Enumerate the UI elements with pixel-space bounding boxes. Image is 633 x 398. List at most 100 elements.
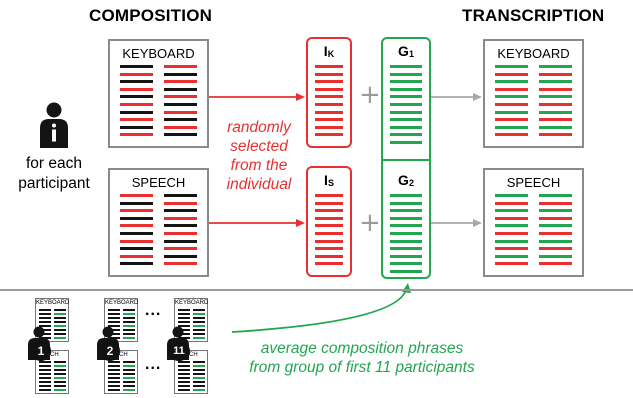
text-line [108, 361, 120, 363]
text-line [495, 65, 528, 68]
text-line [54, 313, 66, 315]
participant-badge-1: 1 [31, 341, 51, 361]
text-line [315, 224, 343, 228]
text-line [120, 133, 153, 137]
text-line [539, 247, 572, 251]
ellipsis: ... [145, 356, 162, 373]
text-line [39, 313, 51, 315]
text-line [164, 125, 197, 129]
text-line [123, 325, 135, 327]
text-line [178, 389, 190, 391]
text-line [315, 80, 343, 84]
text-line [193, 377, 205, 379]
text-line [390, 72, 422, 76]
text-line [54, 329, 66, 331]
text-line [164, 224, 197, 228]
text-line [390, 110, 422, 114]
green-note: average composition phrases from group o… [212, 339, 512, 377]
text-line [315, 125, 343, 129]
thumb-label: KEYBOARD [175, 300, 209, 306]
text-line [539, 201, 572, 205]
text-line [108, 385, 120, 387]
text-line [123, 373, 135, 375]
box-letter: I [324, 172, 328, 188]
text-line [39, 377, 51, 379]
text-line [193, 389, 205, 391]
red-arrow-speech [209, 219, 305, 227]
text-line [390, 87, 422, 91]
text-line [193, 369, 205, 371]
text-line [193, 381, 205, 383]
text-line [178, 373, 190, 375]
text-line [39, 325, 51, 327]
text-line [495, 125, 528, 129]
composition-keyboard-panel: KEYBOARD [108, 39, 209, 148]
header-transcription: TRANSCRIPTION [462, 6, 605, 25]
text-line [495, 216, 528, 220]
text-line [108, 373, 120, 375]
text-line [39, 381, 51, 383]
text-line [495, 72, 528, 76]
text-line [108, 389, 120, 391]
text-line [315, 239, 343, 243]
text-line [120, 95, 153, 99]
text-line [54, 373, 66, 375]
text-line [315, 110, 343, 114]
text-line [315, 87, 343, 91]
panel-label: SPEECH [131, 175, 186, 190]
text-line [193, 337, 205, 339]
text-line [315, 103, 343, 106]
text-line [120, 194, 153, 197]
text-line [39, 369, 51, 371]
text-line [123, 309, 135, 311]
text-line [495, 247, 528, 251]
text-line [178, 385, 190, 387]
text-line [39, 317, 51, 319]
text-line [178, 381, 190, 383]
panel-label: KEYBOARD [497, 46, 570, 61]
text-line [120, 239, 153, 243]
text-line [39, 373, 51, 375]
text-line [178, 325, 190, 327]
text-line [39, 321, 51, 323]
text-line [315, 232, 343, 235]
ellipsis: ... [145, 302, 162, 319]
text-line [193, 325, 205, 327]
text-line [54, 377, 66, 379]
text-line [495, 209, 528, 213]
text-line [539, 133, 572, 137]
box-title-g2: G2 [383, 172, 429, 188]
text-line [120, 262, 153, 266]
text-line [495, 95, 528, 99]
green-note-line1: average composition phrases [260, 340, 464, 357]
text-line [495, 110, 528, 114]
text-line [164, 247, 197, 251]
group-divider [383, 159, 429, 161]
text-line [193, 385, 205, 387]
box-title: IK [308, 43, 350, 59]
thumb-keyboard-2: KEYBOARD [104, 298, 138, 342]
text-line [123, 321, 135, 323]
text-line [54, 337, 66, 339]
red-note-line3: from the [230, 157, 288, 174]
gray-arrow-speech [431, 219, 482, 227]
thumb-speech-2: EECH [104, 350, 138, 394]
text-line [164, 95, 197, 99]
text-line [390, 254, 422, 258]
thumb-label: EECH [111, 352, 128, 358]
text-line [193, 373, 205, 375]
text-line [193, 365, 205, 367]
text-line [539, 194, 572, 197]
text-line [315, 65, 343, 68]
text-line [54, 381, 66, 383]
text-line [123, 365, 135, 367]
text-line [120, 110, 153, 114]
text-line [108, 309, 120, 311]
text-line [108, 337, 120, 339]
text-line [108, 369, 120, 371]
text-line [315, 262, 343, 266]
text-line [120, 254, 153, 258]
thumb-label: KEYBOARD [36, 300, 70, 306]
text-line [178, 309, 190, 311]
red-note: randomly selected from the individual [214, 118, 304, 194]
